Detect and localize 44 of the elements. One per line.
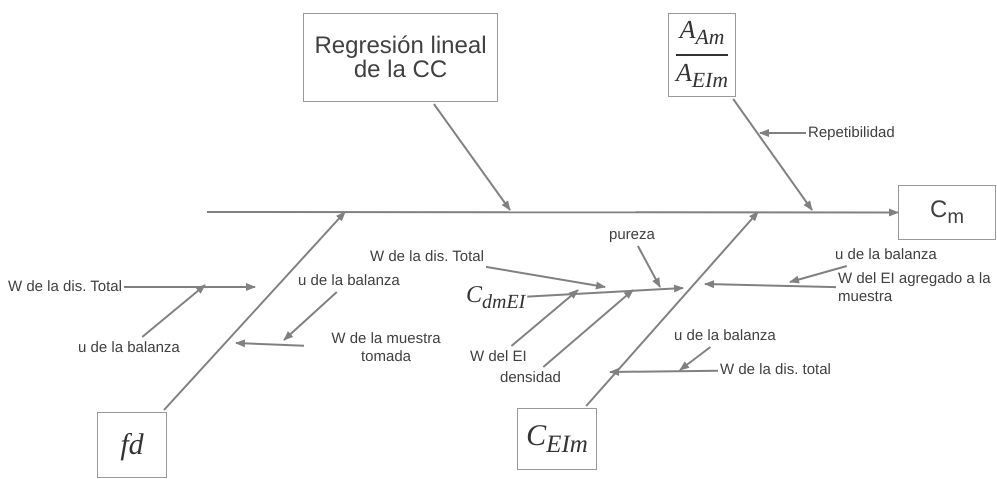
cause-label: Repetibilidad — [808, 124, 895, 142]
arrow — [510, 289, 579, 347]
arrow — [124, 283, 256, 291]
arrow — [679, 346, 711, 371]
cause-text: Regresión lineal de la CC — [313, 34, 488, 82]
arrow — [732, 98, 813, 211]
cause-box — [97, 412, 167, 478]
arrow — [542, 289, 634, 368]
cause-label: W de la dis. Total — [8, 278, 122, 296]
spine-arrow — [207, 208, 899, 216]
arrow — [789, 265, 848, 284]
arrow — [163, 211, 346, 411]
cause-box — [668, 13, 736, 97]
arrow — [759, 129, 806, 137]
arrow — [585, 211, 759, 407]
cause-label: u de la balanza — [298, 272, 400, 290]
cause-box — [517, 408, 597, 470]
cause-label: W de la muestra tomada — [306, 330, 466, 368]
cause-label: pureza — [609, 226, 655, 244]
cause-box — [303, 13, 498, 102]
cause-label: u de la balanza — [835, 246, 937, 264]
arrow — [283, 291, 338, 341]
cause-label: W de la dis. total — [720, 361, 831, 379]
effect-box — [898, 185, 996, 240]
cause-label: u de la balanza — [78, 339, 180, 357]
cause-label: W del EI — [470, 348, 527, 366]
arrow — [527, 284, 684, 298]
arrow — [235, 339, 304, 348]
arrow — [142, 284, 206, 338]
fraction-part: A$_{Am}$ — [676, 12, 728, 56]
arrow — [609, 368, 718, 376]
variable-text: C$_{dmEI}$ — [466, 280, 526, 317]
arrow — [704, 280, 836, 288]
arrow — [637, 246, 661, 288]
variable-text: C$_{EIm}$ — [526, 419, 588, 459]
variable-text: fd — [120, 428, 144, 462]
fraction-part: A$_{EIm}$ — [674, 57, 729, 94]
arrow — [486, 266, 606, 290]
arrow — [433, 103, 511, 211]
cause-label: densidad — [500, 369, 561, 387]
cause-label: W de la dis. Total — [370, 248, 484, 266]
cause-label: u de la balanza — [674, 327, 776, 345]
effect-text: C$_{m}$ — [930, 196, 964, 229]
cause-label: W del EI agregado a la muestra — [838, 270, 993, 308]
